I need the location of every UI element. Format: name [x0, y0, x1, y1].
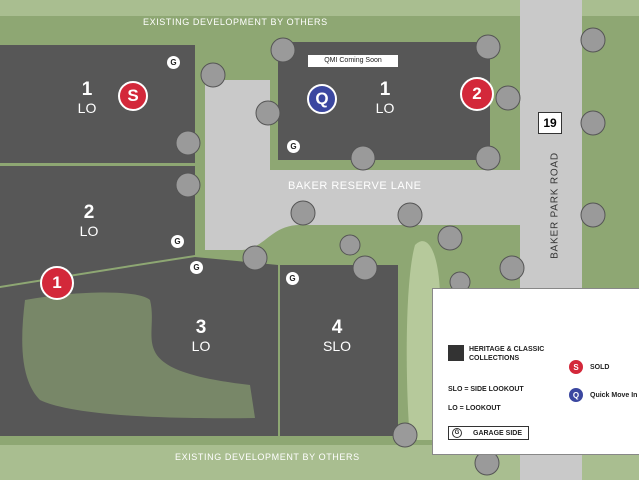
lot-type: SLO [322, 338, 351, 354]
top-development-strip [0, 0, 639, 16]
tree-icon [350, 145, 376, 171]
legend-sold: SOLD [590, 364, 610, 371]
qmi-icon: Q [568, 387, 584, 403]
tree-icon [475, 145, 501, 171]
lot-type: LO [77, 100, 97, 116]
baker-reserve-lane [205, 80, 520, 250]
legend: HERITAGE & CLASSIC COLLECTIONS SLO = SID… [432, 288, 639, 455]
tree-icon [242, 245, 268, 271]
legend-slo: SLO = SIDE LOOKOUT [448, 386, 524, 393]
legend-garage-box: G GARAGE SIDE [448, 426, 529, 440]
bottom-development-label: EXISTING DEVELOPMENT BY OTHERS [175, 452, 360, 462]
lot-4[interactable] [280, 265, 398, 436]
lot-2[interactable] [0, 166, 195, 286]
lot-number: 3 [195, 317, 207, 338]
legend-garage: GARAGE SIDE [473, 430, 523, 437]
garage-side-icon: G [452, 428, 462, 438]
legend-qmi: Quick Move In [590, 392, 638, 399]
lane-label: BAKER RESERVE LANE [288, 180, 422, 192]
phase-2-marker[interactable]: 2 [460, 77, 494, 111]
tree-icon [475, 34, 501, 60]
garage-side-icon: G [167, 56, 180, 69]
tree-icon [290, 200, 316, 226]
lot-type: LO [79, 223, 99, 239]
legend-collections: HERITAGE & CLASSIC COLLECTIONS [469, 346, 545, 362]
tree-icon [352, 255, 378, 281]
garage-side-icon: G [286, 272, 299, 285]
tree-icon [392, 422, 418, 448]
collection-swatch [448, 345, 464, 361]
tree-icon [580, 27, 606, 53]
lot-number: 1 [81, 79, 93, 100]
phase-1-marker[interactable]: 1 [40, 266, 74, 300]
lot-1-lo[interactable] [0, 45, 195, 163]
garage-side-icon: G [190, 261, 203, 274]
tree-icon [339, 234, 361, 256]
tree-icon [499, 255, 525, 281]
tree-icon [175, 172, 201, 198]
road-number-sign: 19 [538, 112, 562, 134]
road-label: BAKER PARK ROAD [549, 152, 561, 259]
sold-marker[interactable]: S [118, 81, 148, 111]
qmi-marker[interactable]: Q [307, 84, 337, 114]
sold-icon: S [568, 359, 584, 375]
qmi-banner: QMI Coming Soon [308, 55, 398, 67]
green-area [22, 292, 255, 419]
lot-number: 4 [331, 317, 343, 338]
tree-icon [580, 202, 606, 228]
lot-type: LO [375, 100, 395, 116]
green-strip [406, 241, 440, 440]
lot-type: LO [191, 338, 211, 354]
lot-number: 2 [83, 202, 95, 223]
legend-lo: LO = LOOKOUT [448, 405, 501, 412]
garage-side-icon: G [171, 235, 184, 248]
tree-icon [255, 100, 281, 126]
tree-icon [200, 62, 226, 88]
tree-icon [437, 225, 463, 251]
lot-number: 1 [379, 79, 391, 100]
tree-icon [175, 130, 201, 156]
tree-icon [270, 37, 296, 63]
tree-icon [580, 110, 606, 136]
top-development-label: EXISTING DEVELOPMENT BY OTHERS [143, 17, 328, 27]
tree-icon [495, 85, 521, 111]
garage-side-icon: G [287, 140, 300, 153]
tree-icon [397, 202, 423, 228]
